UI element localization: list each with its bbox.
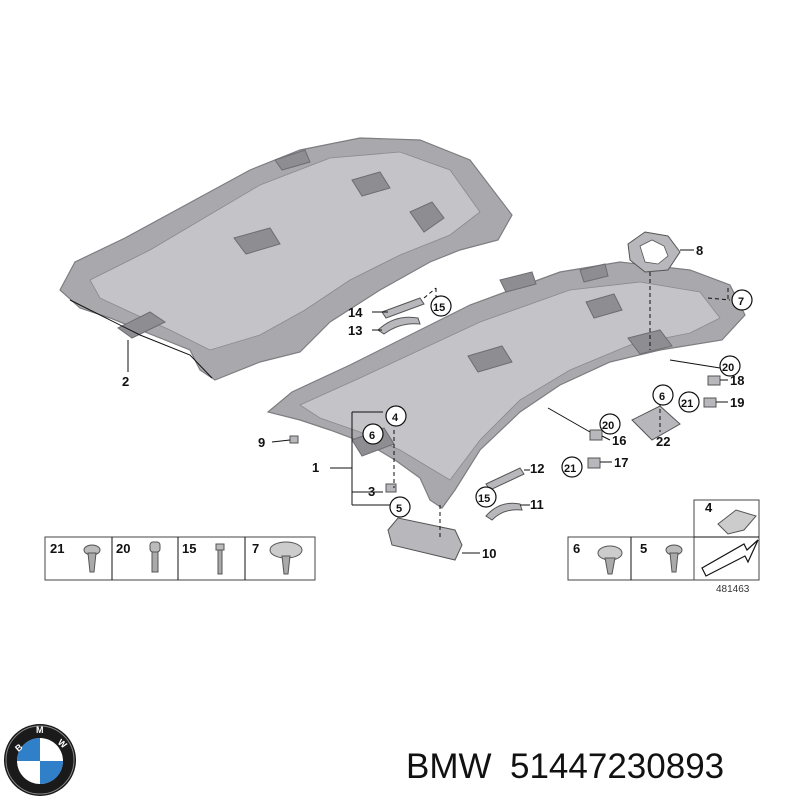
grab-handle-11 xyxy=(485,502,523,521)
plate-22 xyxy=(631,405,681,441)
headliner-lower xyxy=(266,261,746,509)
callout-20-lower: 20 xyxy=(602,420,614,432)
legend-item-7: 7 xyxy=(252,541,259,556)
callout-7: 7 xyxy=(738,296,744,308)
callout-14: 14 xyxy=(348,305,363,320)
callout-2: 2 xyxy=(122,374,129,389)
svg-text:B: B xyxy=(13,741,25,753)
callout-15-lower: 15 xyxy=(478,493,490,505)
callout-4: 4 xyxy=(392,412,399,424)
callout-21-lower: 21 xyxy=(564,463,576,475)
screw-5-icon xyxy=(665,544,683,573)
callout-22: 22 xyxy=(656,434,670,449)
callout-8: 8 xyxy=(696,243,703,258)
callout-16: 16 xyxy=(612,433,626,448)
grab-handle-13 xyxy=(377,316,421,335)
part-3 xyxy=(385,483,397,493)
clip-18 xyxy=(707,375,721,386)
clip-9 xyxy=(289,435,299,444)
arrow-icon xyxy=(701,539,759,577)
callout-11: 11 xyxy=(530,497,544,512)
callout-21-upper: 21 xyxy=(681,398,693,410)
svg-text:M: M xyxy=(36,725,44,735)
sun-visor-10 xyxy=(387,517,463,561)
clip-19 xyxy=(703,397,717,408)
screw-21-icon xyxy=(83,544,101,573)
legend-item-15: 15 xyxy=(182,541,196,556)
clip-17 xyxy=(587,457,601,469)
legend-item-6: 6 xyxy=(573,541,580,556)
callout-6: 6 xyxy=(369,430,375,442)
legend-left: 21 20 15 7 xyxy=(44,536,316,581)
callout-9: 9 xyxy=(258,435,265,450)
clip-7-icon xyxy=(269,541,303,575)
callout-6-right: 6 xyxy=(659,391,665,403)
screw-20-icon xyxy=(149,541,161,573)
callout-5: 5 xyxy=(396,503,402,515)
pin-15-icon xyxy=(215,543,225,575)
part-number: 51447230893 xyxy=(510,747,724,786)
figure-number: 481463 xyxy=(716,584,750,595)
headliner-upper xyxy=(59,137,513,381)
hook-14 xyxy=(381,297,425,319)
legend-right: 4 6 5 xyxy=(567,499,760,581)
clip-6-icon xyxy=(597,545,623,575)
hook-12 xyxy=(485,467,525,491)
callout-20-upper: 20 xyxy=(722,362,734,374)
callout-3: 3 xyxy=(368,484,375,499)
bracket-4-icon xyxy=(717,509,757,535)
clip-16 xyxy=(589,429,603,441)
callouts: 2 14 13 15 4 6 9 1 3 5 12 15 11 10 8 7 2… xyxy=(122,243,753,561)
callout-19: 19 xyxy=(730,395,744,410)
brand-name: BMW xyxy=(406,747,492,786)
leader-lines xyxy=(127,249,731,554)
callout-17: 17 xyxy=(614,455,628,470)
legend-item-21: 21 xyxy=(50,541,64,556)
legend-item-4: 4 xyxy=(705,500,713,515)
legend-item-5: 5 xyxy=(640,541,647,556)
callout-18: 18 xyxy=(730,373,744,388)
legend-item-20: 20 xyxy=(116,541,130,556)
callout-12: 12 xyxy=(530,461,544,476)
bmw-logo: B M W xyxy=(4,724,76,796)
callout-15-upper: 15 xyxy=(433,302,445,314)
callout-10: 10 xyxy=(482,546,496,561)
callout-1: 1 xyxy=(312,460,319,475)
callout-13: 13 xyxy=(348,323,362,338)
